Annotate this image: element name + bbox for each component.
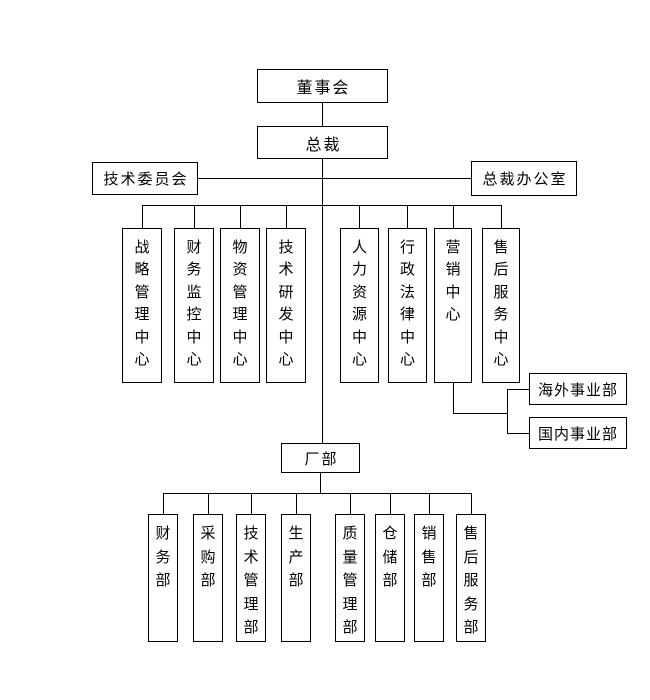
dept-label: 销售部 xyxy=(421,526,437,589)
center-box-admin-legal: 行政法律中心 xyxy=(388,228,427,383)
center-label: 售后服务中心 xyxy=(493,240,509,369)
connector-spine xyxy=(322,159,323,443)
dept-box-purchasing: 采购部 xyxy=(193,514,223,642)
board-box: 董事会 xyxy=(257,69,388,103)
center-box-marketing: 营销中心 xyxy=(434,228,472,383)
president-box: 总裁 xyxy=(257,126,388,159)
center-label: 财务监控中心 xyxy=(186,240,202,369)
dept-label: 质量管理部 xyxy=(342,526,358,636)
connector-committee-office xyxy=(198,178,471,179)
connector-drop-dept-3 xyxy=(251,493,252,514)
connector-drop-dept-1 xyxy=(163,493,164,514)
connector-drop-center-2 xyxy=(194,205,195,228)
connector-drop-dept-2 xyxy=(208,493,209,514)
overseas-division-box: 海外事业部 xyxy=(529,373,627,405)
connector-drop-center-1 xyxy=(142,205,143,228)
dept-box-quality: 质量管理部 xyxy=(335,514,365,642)
center-label: 技术研发中心 xyxy=(278,240,294,369)
dept-box-after-sales: 售后服务部 xyxy=(456,514,486,642)
center-label: 物资管理中心 xyxy=(232,240,248,369)
connector-domestic-stub xyxy=(507,433,530,434)
factory-box: 厂部 xyxy=(281,443,360,473)
connector-drop-center-7 xyxy=(453,205,454,228)
connector-drop-dept-5 xyxy=(350,493,351,514)
center-label: 营销中心 xyxy=(445,240,461,324)
center-box-rnd: 技术研发中心 xyxy=(266,228,306,383)
connector-drop-dept-4 xyxy=(296,493,297,514)
center-box-hr: 人力资源中心 xyxy=(340,228,379,383)
dept-box-warehouse: 仓储部 xyxy=(375,514,405,642)
connector-drop-dept-6 xyxy=(390,493,391,514)
dept-label: 财务部 xyxy=(155,526,171,589)
dept-label: 生产部 xyxy=(288,526,304,589)
office-box: 总裁办公室 xyxy=(471,161,577,196)
connector-divisions-riser xyxy=(507,389,508,434)
connector-board-president xyxy=(322,102,323,126)
connector-drop-center-8 xyxy=(501,205,502,228)
domestic-division-box: 国内事业部 xyxy=(529,417,627,449)
center-box-strategy: 战略管理中心 xyxy=(122,228,162,383)
connector-marketing-down xyxy=(453,382,454,414)
center-label: 行政法律中心 xyxy=(399,240,415,369)
center-box-finance-supervision: 财务监控中心 xyxy=(174,228,214,383)
dept-label: 售后服务部 xyxy=(463,526,479,636)
dept-label: 采购部 xyxy=(200,526,216,589)
center-box-materials: 物资管理中心 xyxy=(220,228,260,383)
connector-factory-down xyxy=(320,473,321,493)
connector-marketing-right xyxy=(453,413,508,414)
center-label: 人力资源中心 xyxy=(351,240,367,369)
connector-drop-center-6 xyxy=(407,205,408,228)
committee-box: 技术委员会 xyxy=(92,162,198,195)
dept-label: 仓储部 xyxy=(382,526,398,589)
center-box-after-sales: 售后服务中心 xyxy=(482,228,520,383)
dept-box-production: 生产部 xyxy=(281,514,311,642)
connector-drop-center-3 xyxy=(240,205,241,228)
connector-overseas-stub xyxy=(507,389,530,390)
connector-drop-dept-8 xyxy=(471,493,472,514)
connector-drop-center-5 xyxy=(359,205,360,228)
connector-centers-bus xyxy=(142,205,502,206)
dept-box-sales: 销售部 xyxy=(414,514,444,642)
dept-box-finance: 财务部 xyxy=(148,514,178,642)
dept-box-tech-management: 技术管理部 xyxy=(236,514,266,642)
connector-drop-dept-7 xyxy=(429,493,430,514)
connector-drop-center-4 xyxy=(286,205,287,228)
connector-depts-bus xyxy=(163,493,472,494)
center-label: 战略管理中心 xyxy=(134,240,150,369)
dept-label: 技术管理部 xyxy=(243,526,259,636)
